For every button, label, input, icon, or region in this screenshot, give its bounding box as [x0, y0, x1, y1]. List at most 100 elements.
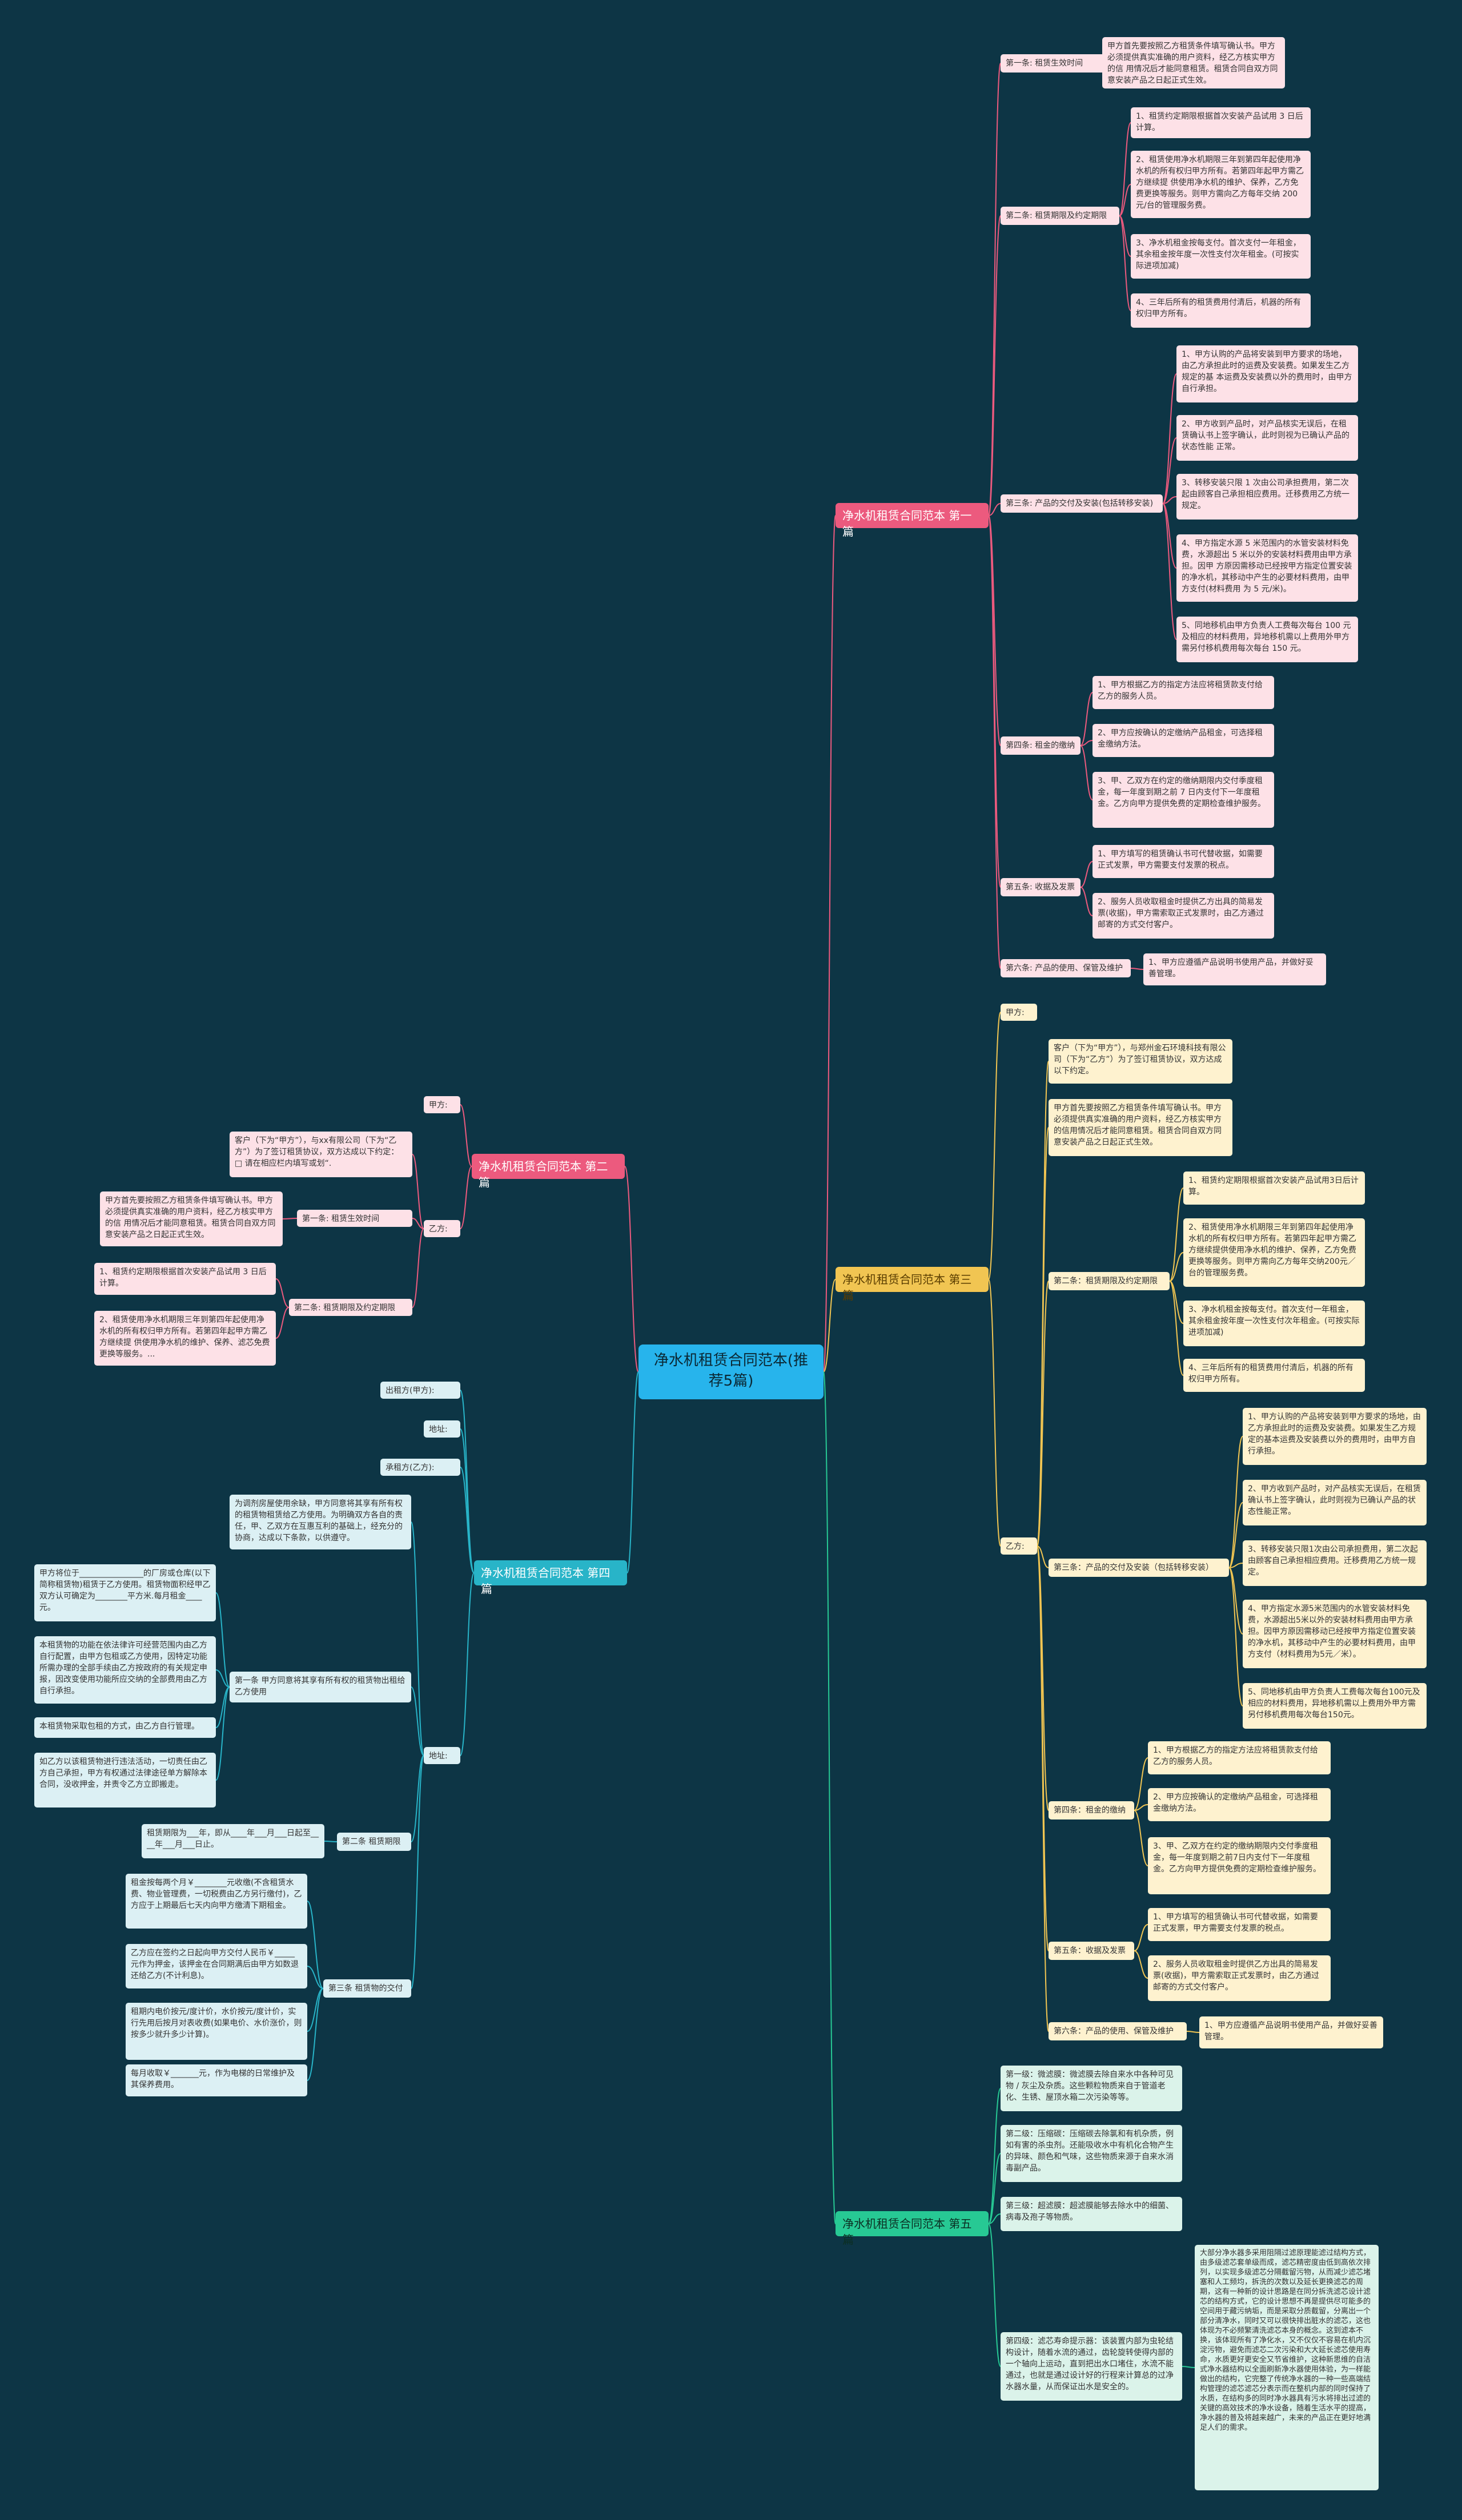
connector-34: [275, 1307, 290, 1339]
connector-80: [1182, 2366, 1195, 2368]
p3-sec2-item-1: 1、租赁约定期限根据首次安装产品试用3日后计算。: [1183, 1172, 1365, 1205]
connector-56: [1134, 1924, 1148, 1951]
p4-t1-item-2: 本租赁物的功能在依法律许可经营范围内由乙方自行配置，由甲方包租或乙方使用，因特定…: [34, 1636, 216, 1704]
connector-0: [823, 515, 836, 1372]
connector-43: [1037, 1545, 1049, 2032]
main-node-p5[interactable]: 净水机租赁合同范本 第五篇: [836, 2211, 989, 2247]
p2-intro: 客户（下为“甲方”），与xx有限公司（下为“乙方”）为了签订租赁协议，双方达成以…: [230, 1132, 412, 1177]
p1-sec6-label[interactable]: 第六条: 产品的使用、保管及维护: [1001, 959, 1131, 977]
p4-addr1-label[interactable]: 地址:: [424, 1420, 460, 1438]
p1-sec4-label[interactable]: 第四条: 租金的缴纳: [1001, 736, 1081, 755]
main-node-p2[interactable]: 净水机租赁合同范本 第二篇: [472, 1154, 625, 1189]
connector-21: [1080, 692, 1093, 746]
p3-sec3-item-1: 1、甲方认购的产品将安装到甲方要求的场地，由乙方承担此时的运费及安装费。如果发生…: [1243, 1408, 1427, 1465]
p2-jia-label[interactable]: 甲方:: [424, 1096, 460, 1113]
root-node[interactable]: 净水机租赁合同范本(推荐5篇): [638, 1344, 824, 1399]
p1-sec3-item-2: 2、甲方收到产品时，对产品核实无误后，在租赁确认书上签字确认，此时则视为已确认产…: [1176, 415, 1358, 461]
main-node-p4[interactable]: 净水机租赁合同范本 第四篇: [474, 1560, 627, 1596]
connector-47: [1169, 1281, 1184, 1376]
connector-44: [1169, 1187, 1184, 1282]
p4-t1-item-3: 本租赁物采取包租的方式，由乙方自行管理。: [34, 1717, 216, 1738]
connector-60: [460, 1428, 475, 1573]
p4-chuzu-label[interactable]: 出租方(甲方):: [380, 1382, 460, 1399]
connector-61: [460, 1467, 475, 1573]
connector-58: [1186, 2031, 1200, 2033]
connector-49: [1228, 1502, 1243, 1568]
p3-sec2-item-3: 3、净水机租金按每支付。首次支付一年租金，其余租金按年度一次性支付次年租金。(可…: [1183, 1301, 1365, 1346]
p3-sec2-label[interactable]: 第二条：租赁期限及约定期限: [1049, 1272, 1170, 1290]
p3-sec3-label[interactable]: 第三条：产品的交付及安装（包括转移安装）: [1049, 1559, 1229, 1577]
p5-note: 大部分净水器多采用阻隔过滤原理能滤过结构方式，由多级滤芯套单级而成，滤芯精密度由…: [1195, 2245, 1379, 2490]
p4-addr2-label[interactable]: 地址:: [424, 1747, 460, 1764]
p2-sec2-label[interactable]: 第二条: 租赁期限及约定期限: [289, 1299, 412, 1316]
p3-yi-label[interactable]: 乙方:: [1001, 1537, 1037, 1555]
connector-19: [1162, 503, 1177, 569]
connector-30: [412, 1218, 424, 1229]
connector-15: [1119, 215, 1131, 311]
main-node-p3[interactable]: 净水机租赁合同范本 第三篇: [836, 1267, 989, 1302]
p1-sec1-label[interactable]: 第一条: 租赁生效时间: [1001, 54, 1115, 73]
connector-57: [1134, 1950, 1148, 1979]
p3-sec4-item-1: 1、甲方根据乙方的指定方法应将租赁款支付给乙方的服务人员。: [1148, 1741, 1331, 1774]
connector-24: [1080, 861, 1093, 888]
p3-sec3-item-2: 2、甲方收到产品时，对产品核实无误后，在租赁确认书上签字确认，此时则视为已确认产…: [1243, 1480, 1427, 1525]
connector-7: [988, 503, 1001, 516]
connector-76: [988, 2088, 1001, 2224]
p1-sec3-label[interactable]: 第三条: 产品的交付及安装(包括转移安装): [1001, 494, 1163, 513]
p3-sec4-item-3: 3、甲、乙双方在约定的缴纳期限内交付季度租金，每一年度到期之前7日内支付下一年度…: [1148, 1837, 1331, 1894]
p3-sec6-label[interactable]: 第六条：产品的使用、保管及维护: [1049, 2022, 1187, 2040]
p2-sec1-label[interactable]: 第一条: 租赁生效时间: [297, 1210, 412, 1227]
p3-sec3-item-5: 5、同地移机由甲方负责人工费每次每台100元及相应的材料费用，异地移机需以上费用…: [1243, 1683, 1427, 1729]
connector-23: [1080, 745, 1093, 800]
p1-sec3-item-3: 3、转移安装只限 1 次由公司承担费用，第二次起由顾客自己承担相应费用。迁移费用…: [1176, 474, 1358, 520]
connector-50: [1228, 1563, 1243, 1568]
connector-26: [1130, 968, 1144, 970]
connector-36: [988, 1279, 1001, 1547]
connector-38: [1037, 1127, 1049, 1547]
p2-yi-label[interactable]: 乙方:: [424, 1220, 460, 1237]
connector-68: [215, 1669, 230, 1688]
p4-t3-item-1: 租金按每两个月￥________元收缴(不含租赁水费、物业管理费，一切税费由乙方…: [126, 1874, 307, 1929]
connector-22: [1080, 740, 1093, 746]
p1-sec2-label[interactable]: 第二条: 租赁期限及约定期限: [1001, 207, 1119, 225]
p3-sec3-item-3: 3、转移安装只限1次由公司承担费用，第二次起由顾客自己承担相应费用。迁移费用乙方…: [1243, 1540, 1427, 1586]
p1-sec5-label[interactable]: 第五条: 收据及发票: [1001, 878, 1081, 896]
connector-79: [988, 2223, 1001, 2367]
connector-77: [988, 2153, 1001, 2224]
p1-sec5-item-2: 2、服务人员收取租金时提供乙方出具的简易发票(收据)，甲方需索取正式发票时，由乙…: [1093, 893, 1274, 939]
connector-33: [275, 1278, 290, 1308]
connector-13: [1119, 184, 1131, 216]
p1-sec3-item-4: 4、甲方指定水源 5 米范围内的水管安装材料免费，水源超出 5 米以外的安装材料…: [1176, 534, 1358, 602]
p4-t1-label[interactable]: 第一条 甲方同意将其享有所有权的租赁物出租给乙方使用: [230, 1672, 411, 1702]
p4-intro: 为调剂房屋使用余缺，甲方同意将其享有所有权的租赁物租赁给乙方使用。为明确双方各自…: [230, 1495, 411, 1549]
p3-jia-label[interactable]: 甲方:: [1001, 1004, 1037, 1021]
connector-46: [1169, 1281, 1184, 1324]
p1-sec1-item-1: 甲方首先要按照乙方租赁条件填写确认书。甲方必须提供真实准确的用户资料，经乙方核实…: [1102, 37, 1285, 88]
main-node-p1[interactable]: 净水机租赁合同范本 第一篇: [836, 503, 989, 538]
connector-70: [215, 1686, 230, 1781]
p1-sec6-item-1: 1、甲方应遵循产品说明书使用产品，并做好妥善管理。: [1143, 953, 1326, 985]
connector-65: [411, 1755, 424, 1842]
p1-sec3-item-1: 1、甲方认购的产品将安装到甲方要求的场地，由乙方承担此时的运费及安装费。如果发生…: [1176, 345, 1358, 402]
connector-64: [411, 1686, 424, 1756]
connector-69: [215, 1686, 230, 1728]
p4-t3-item-2: 乙方应在签约之日起向甲方交付人民币￥_____元作为押金，该押金在合同期满后由甲…: [126, 1944, 307, 1988]
p4-chengzu-label[interactable]: 承租方(乙方):: [380, 1459, 460, 1476]
connector-54: [1134, 1804, 1148, 1811]
p4-t1-item-1: 甲方将位于________________的厂房或仓库(以下简称租赁物)租赁于乙…: [34, 1564, 216, 1621]
p5-item-4: 第四级：滤芯寿命提示器：该装置内部为虫轮结构设计，随着水流的通过，齿轮旋转使得内…: [1001, 2332, 1182, 2401]
p3-sec4-label[interactable]: 第四条：租金的缴纳: [1049, 1801, 1134, 1819]
p3-sec5-item-1: 1、甲方填写的租赁确认书可代替收据，如需要正式发票，甲方需要支付发票的税点。: [1148, 1908, 1331, 1941]
connector-45: [1169, 1252, 1184, 1282]
connector-20: [1162, 503, 1177, 640]
connector-29: [412, 1154, 424, 1229]
connector-52: [1228, 1567, 1243, 1706]
p2-sec2-item-2: 2、租赁使用净水机期限三年到第四年起使用净水机的所有权归甲方所有。若第四年起甲方…: [94, 1311, 276, 1366]
connector-35: [988, 1012, 1001, 1280]
p4-t2-label[interactable]: 第二条 租赁期限: [337, 1833, 411, 1851]
connector-74: [307, 1988, 324, 2032]
p1-sec2-item-2: 2、租赁使用净水机期限三年到第四年起使用净水机的所有权归甲方所有。若第四年起甲方…: [1131, 151, 1311, 218]
p3-sec5-label[interactable]: 第五条：收据及发票: [1049, 1942, 1134, 1960]
p4-t3-label[interactable]: 第三条 租赁物的交付: [323, 1979, 411, 1998]
connector-75: [307, 1988, 324, 2081]
